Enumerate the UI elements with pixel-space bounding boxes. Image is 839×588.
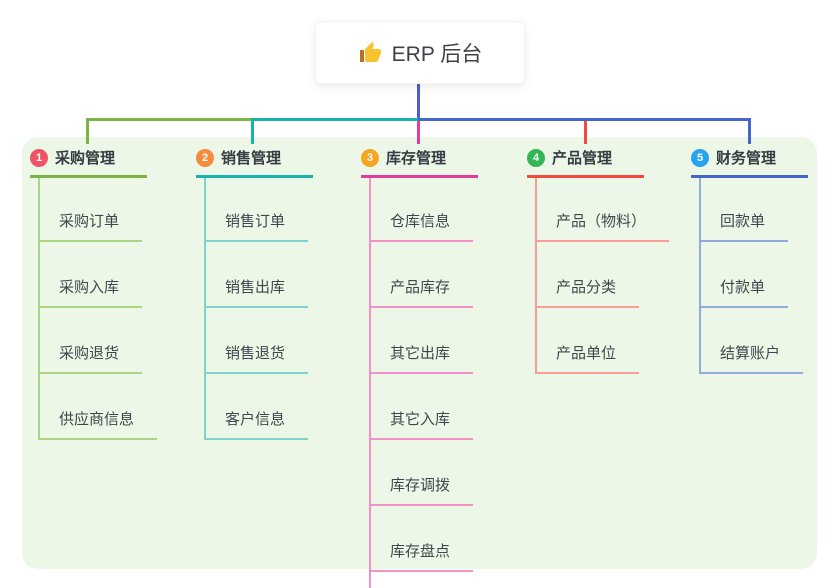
child-node[interactable]: 仓库信息 — [371, 178, 474, 242]
connector-drop-4 — [584, 121, 587, 144]
branch-sales: 2 销售管理 销售订单 销售出库 销售退货 客户信息 — [196, 147, 313, 440]
branch-label: 财务管理 — [716, 150, 777, 167]
branch-label: 采购管理 — [55, 150, 116, 167]
branch-label: 销售管理 — [221, 150, 282, 167]
branch-label: 产品管理 — [552, 150, 613, 167]
branch-sales-children: 销售订单 销售出库 销售退货 客户信息 — [204, 178, 313, 440]
branch-finance-children: 回款单 付款单 结算账户 — [699, 178, 808, 374]
badge-4: 4 — [527, 148, 545, 167]
branch-product-children: 产品（物料） 产品分类 产品单位 — [535, 178, 670, 374]
child-node[interactable]: 供应商信息 — [40, 374, 158, 440]
child-node[interactable]: 客户信息 — [206, 374, 309, 440]
branch-purchase-header[interactable]: 1 采购管理 — [30, 147, 147, 178]
connector-root-vertical — [417, 82, 420, 121]
branch-finance-header[interactable]: 5 财务管理 — [691, 147, 808, 178]
child-node[interactable]: 产品单位 — [537, 308, 640, 374]
badge-1: 1 — [30, 148, 48, 167]
child-node[interactable]: 库存调拨 — [371, 440, 474, 506]
child-node[interactable]: 产品（物料） — [537, 178, 670, 242]
child-node[interactable]: 结算账户 — [701, 308, 804, 374]
branch-purchase: 1 采购管理 采购订单 采购入库 采购退货 供应商信息 — [30, 147, 158, 440]
connector-horizontal-blue — [418, 118, 751, 121]
connector-drop-1 — [86, 118, 89, 144]
connector-horizontal-green — [86, 118, 252, 121]
branch-label: 库存管理 — [386, 150, 447, 167]
child-node[interactable]: 采购退货 — [40, 308, 143, 374]
branch-inventory-children: 仓库信息 产品库存 其它出库 其它入库 库存调拨 库存盘点 出库库明细 — [369, 178, 478, 588]
root-title: ERP 后台 — [391, 42, 483, 66]
badge-3: 3 — [361, 148, 379, 167]
branch-purchase-children: 采购订单 采购入库 采购退货 供应商信息 — [38, 178, 158, 440]
branch-product: 4 产品管理 产品（物料） 产品分类 产品单位 — [527, 147, 670, 374]
branch-inventory: 3 库存管理 仓库信息 产品库存 其它出库 其它入库 库存调拨 库存盘点 出库库… — [361, 147, 478, 588]
connector-drop-5 — [748, 118, 751, 144]
thumbs-up-icon — [358, 41, 382, 65]
child-node[interactable]: 采购订单 — [40, 178, 143, 242]
child-node[interactable]: 库存盘点 — [371, 506, 474, 572]
child-node[interactable]: 销售退货 — [206, 308, 309, 374]
child-node[interactable]: 销售订单 — [206, 178, 309, 242]
badge-5: 5 — [691, 148, 709, 167]
child-node[interactable]: 付款单 — [701, 242, 789, 308]
branch-finance: 5 财务管理 回款单 付款单 结算账户 — [691, 147, 808, 374]
child-node[interactable]: 采购入库 — [40, 242, 143, 308]
child-node[interactable]: 其它入库 — [371, 374, 474, 440]
child-node[interactable]: 其它出库 — [371, 308, 474, 374]
root-node[interactable]: ERP 后台 — [315, 21, 525, 84]
connector-horizontal-teal — [252, 118, 418, 121]
connector-drop-3 — [417, 121, 420, 144]
connector-drop-2 — [251, 118, 254, 144]
child-node[interactable]: 产品分类 — [537, 242, 640, 308]
branches-background-panel — [22, 137, 817, 569]
child-node[interactable]: 回款单 — [701, 178, 789, 242]
badge-2: 2 — [196, 148, 214, 167]
child-node[interactable]: 出库库明细 — [371, 572, 488, 588]
branch-sales-header[interactable]: 2 销售管理 — [196, 147, 313, 178]
branch-inventory-header[interactable]: 3 库存管理 — [361, 147, 478, 178]
branch-product-header[interactable]: 4 产品管理 — [527, 147, 644, 178]
child-node[interactable]: 产品库存 — [371, 242, 474, 308]
child-node[interactable]: 销售出库 — [206, 242, 309, 308]
